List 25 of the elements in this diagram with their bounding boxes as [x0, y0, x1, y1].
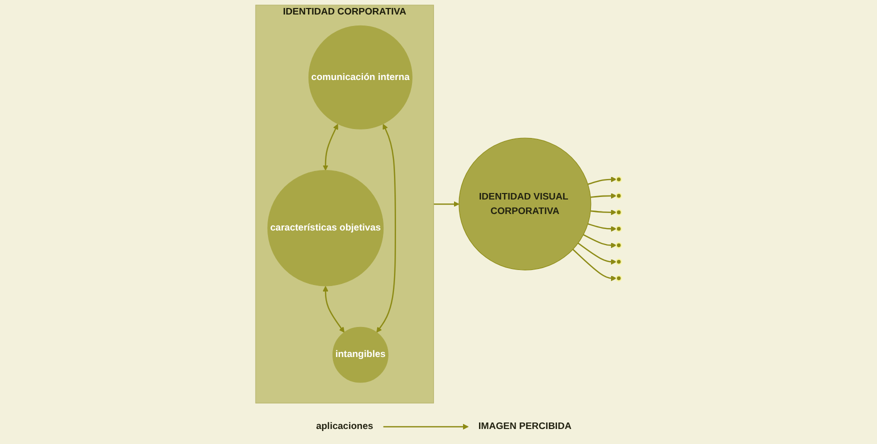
node-circle [616, 192, 622, 199]
arrow [578, 242, 617, 265]
node-circle: comunicación interna [308, 25, 412, 130]
node-circle [616, 275, 622, 282]
node-circle [616, 258, 622, 265]
arrow [590, 210, 617, 216]
arrow [583, 234, 617, 248]
arrow [434, 201, 460, 207]
arrow [383, 424, 469, 430]
node-text: IMAGEN PERCIBIDA [478, 420, 572, 432]
node-circle: intangibles [332, 326, 388, 383]
arrow [376, 124, 396, 333]
node-circle: IDENTIDAD VISUAL CORPORATIVA [458, 138, 592, 270]
node-circle [616, 226, 622, 232]
arrow [322, 124, 338, 171]
node-circle: características objetivas [267, 170, 384, 286]
node-circle [616, 209, 622, 216]
arrow [322, 286, 344, 333]
node-circle [616, 176, 622, 183]
arrow [588, 223, 617, 232]
arrow [590, 193, 617, 199]
arrow [588, 176, 617, 185]
node-text: aplicaciones [316, 420, 374, 432]
node-circle [616, 242, 622, 248]
arrow [572, 248, 617, 282]
